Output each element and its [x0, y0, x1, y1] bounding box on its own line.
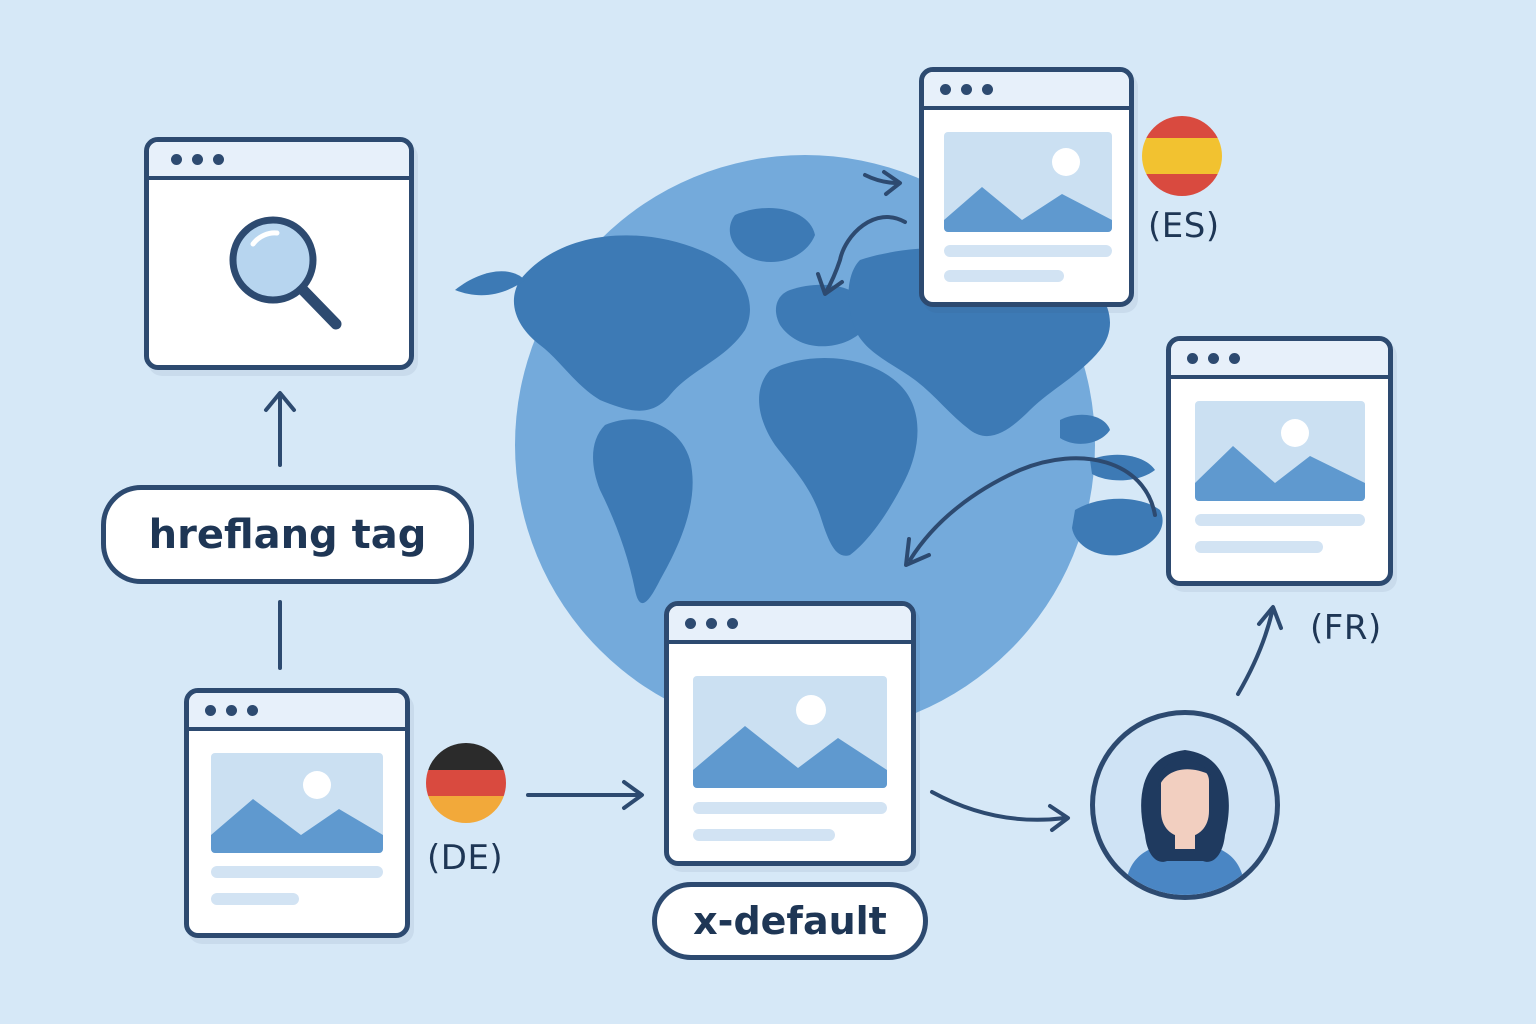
window-dot [982, 83, 993, 95]
window-titlebar [924, 72, 1129, 110]
arrow-into-es [863, 173, 900, 185]
window-dot [1208, 352, 1219, 364]
window-titlebar [1171, 341, 1388, 379]
window-titlebar [669, 606, 911, 644]
window-dot [685, 617, 696, 629]
window-dot [192, 153, 203, 165]
window-dot [171, 153, 182, 165]
x-default-label: x-default [652, 882, 928, 960]
fr-label: (FR) [1310, 608, 1382, 648]
arrow-user-to-fr [1236, 610, 1274, 696]
window-dot [247, 704, 258, 716]
spain-flag-icon [1142, 116, 1222, 196]
search-window [144, 137, 414, 370]
window-titlebar [189, 693, 405, 731]
text-line-placeholder [211, 893, 299, 905]
window-dot [961, 83, 972, 95]
window-dot [940, 83, 951, 95]
text-line-placeholder [944, 270, 1064, 282]
window-titlebar [149, 142, 409, 180]
window-dot [1187, 352, 1198, 364]
window-dot [727, 617, 738, 629]
arrow-default-to-user [930, 790, 1067, 822]
user-figure [1125, 750, 1245, 895]
text-line-placeholder [693, 829, 835, 841]
fr-page-window [1166, 336, 1393, 586]
image-placeholder-icon [944, 132, 1112, 232]
text-line-placeholder [1195, 514, 1365, 526]
es-label: (ES) [1148, 206, 1220, 246]
text-line-placeholder [944, 245, 1112, 257]
germany-flag-icon [426, 743, 506, 823]
window-dot [213, 153, 224, 165]
text-line-placeholder [693, 802, 887, 814]
x-default-text: x-default [693, 899, 887, 943]
window-dot [226, 704, 237, 716]
text-line-placeholder [1195, 541, 1323, 553]
de-label: (DE) [427, 838, 504, 878]
window-dot [706, 617, 717, 629]
de-page-window [184, 688, 410, 938]
magnifier-icon [229, 216, 342, 330]
hreflang-tag-label: hreflang tag [101, 485, 474, 584]
image-placeholder-icon [211, 753, 383, 853]
x-default-page-window [664, 601, 916, 866]
hreflang-tag-text: hreflang tag [148, 511, 427, 558]
arrow-globe-to-es [824, 215, 907, 294]
text-line-placeholder [211, 866, 383, 878]
window-dot [205, 704, 216, 716]
image-placeholder-icon [693, 676, 887, 788]
es-page-window [919, 67, 1134, 307]
arrow-fr-to-globe [908, 456, 1157, 562]
user-avatar-icon [1090, 710, 1280, 900]
image-placeholder-icon [1195, 401, 1365, 501]
window-dot [1229, 352, 1240, 364]
